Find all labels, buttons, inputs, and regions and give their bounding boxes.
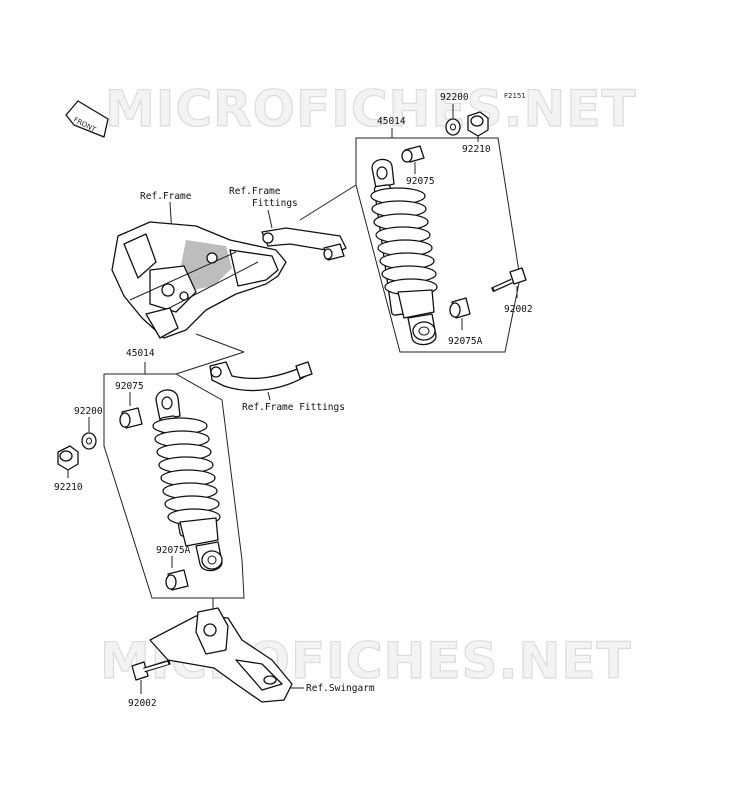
label-ref-frame-fittings-2: Ref.Frame Fittings [242,402,345,413]
shock-absorber-lower-icon [152,389,223,572]
label-bush-top-lower: 92075A [448,336,483,347]
cap-nut-bottom-icon [57,445,79,471]
label-bush-top-upper: 92075 [406,176,435,187]
frame-fitting-upper-icon [261,227,347,261]
cap-nut-top-icon [467,111,489,137]
label-bolt-bottom: 92002 [128,698,157,709]
bolt-bottom-icon [131,659,171,681]
label-washer-top: 92200 [440,92,469,103]
watermark-top: MICROFICHES.NET [105,80,637,138]
label-ref-frame-fittings-b: Fittings [252,198,298,209]
shock-absorber-upper-icon [370,158,438,346]
label-bush-bottom-lower: 92075A [156,545,191,556]
front-arrow-icon: FRONT [65,100,109,138]
frame-fitting-lower-icon [209,361,313,392]
link-bottom-to-frame-2 [195,333,245,353]
leader-ref-frame-fittings [267,209,273,229]
label-bolt-top: 92002 [504,304,533,315]
washer-bottom-icon [81,432,97,450]
bracket-assy-bottom [103,373,245,599]
label-assy-top: 45014 [377,116,406,127]
link-fittings-to-assy [299,184,357,221]
link-bottom-to-frame [175,351,245,375]
label-bush-bottom-upper: 92075 [115,381,144,392]
washer-top-icon [445,118,461,136]
label-washer-bottom: 92200 [74,406,103,417]
label-ref-frame-fittings-a: Ref.Frame [229,186,281,197]
leader-ref-frame-fittings-2 [267,391,271,401]
label-nut-top: 92210 [462,144,491,155]
label-assy-bottom: 45014 [126,348,155,359]
bushing-top-upper-icon [401,145,425,163]
label-nut-bottom: 92210 [54,482,83,493]
swingarm-icon [149,607,293,703]
bolt-top-icon [490,267,527,293]
figure-code: F2151 [504,92,526,100]
bushing-bottom-lower-icon [165,569,189,591]
bushing-top-lower-icon [449,297,471,319]
bushing-bottom-upper-icon [119,407,143,429]
label-ref-swingarm: Ref.Swingarm [306,683,375,694]
frame-icon [111,221,287,339]
label-ref-frame: Ref.Frame [140,191,192,202]
